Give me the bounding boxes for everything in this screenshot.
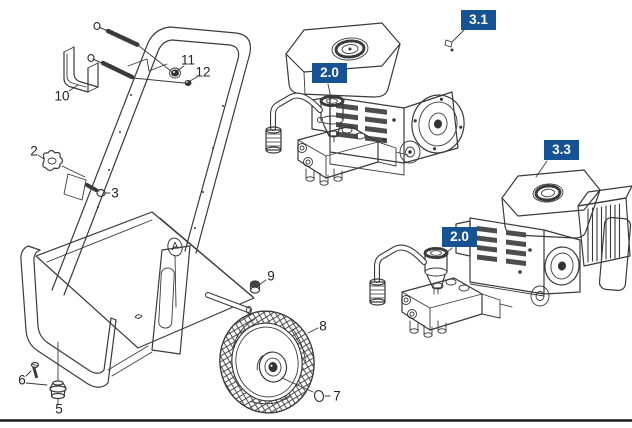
callout-12: 12 bbox=[195, 64, 211, 80]
callout-2: 2 bbox=[30, 143, 38, 159]
callout-3: 3 bbox=[111, 185, 119, 201]
callout-6: 6 bbox=[18, 372, 26, 388]
callout-10: 10 bbox=[54, 88, 70, 104]
ref-pump-top: 2.0 bbox=[312, 63, 347, 83]
callout-9: 9 bbox=[267, 268, 275, 284]
callout-11: 11 bbox=[180, 52, 196, 68]
callout-7: 7 bbox=[333, 388, 341, 404]
handle-art bbox=[51, 26, 252, 296]
wheel-art bbox=[219, 310, 315, 414]
fasteners-art bbox=[25, 21, 331, 405]
callout-8: 8 bbox=[319, 318, 327, 334]
pump-top-art bbox=[265, 83, 409, 186]
ref-engine-bottom: 3.3 bbox=[544, 140, 579, 160]
callout-5: 5 bbox=[55, 401, 63, 417]
ref-engine-top: 3.1 bbox=[461, 10, 496, 30]
cart-base-art bbox=[20, 211, 255, 388]
ref-pump-bottom: 2.0 bbox=[442, 227, 477, 247]
pump-bottom-art bbox=[369, 244, 513, 338]
engine-bottom-art bbox=[455, 160, 632, 307]
engine-top-art bbox=[285, 22, 465, 176]
